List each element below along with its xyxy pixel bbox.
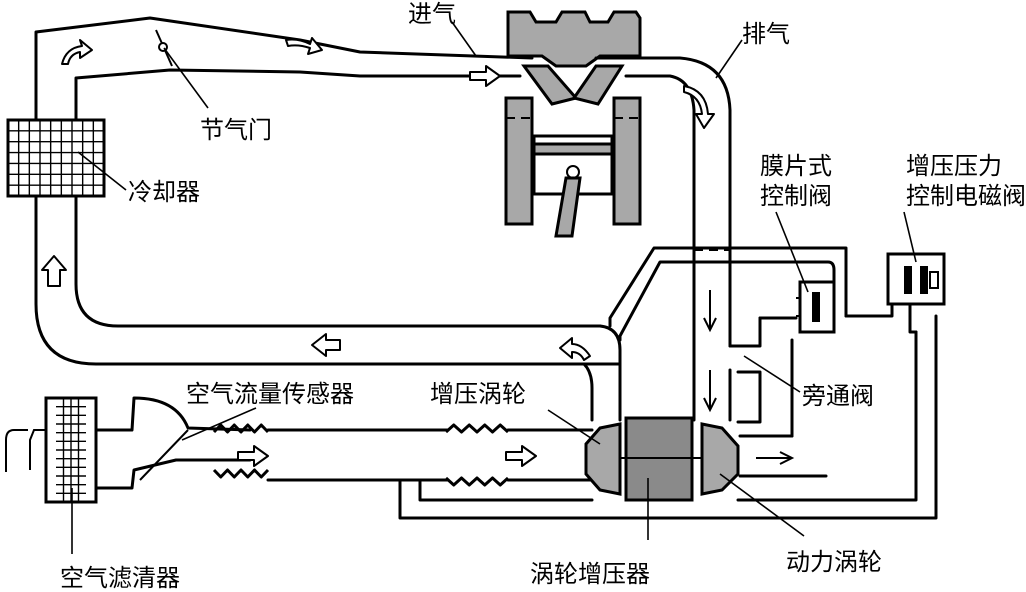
label-compressor-wheel: 增压涡轮 xyxy=(430,380,526,408)
piston-ring xyxy=(532,142,614,156)
intake-arrow-3 xyxy=(469,65,501,87)
return-left-arrow xyxy=(311,333,341,357)
compressor-outlet xyxy=(559,324,622,422)
intake-arrow-1 xyxy=(61,39,93,65)
label-boost-solenoid: 增压压力控制电磁阀 xyxy=(906,152,1026,210)
maf-sensor-element xyxy=(139,429,189,481)
turbine-wheel-shape xyxy=(700,422,740,496)
bellows-icon xyxy=(444,423,510,487)
label-bypass-valve: 旁通阀 xyxy=(802,382,874,410)
valve-cover xyxy=(506,10,642,68)
turbocharger xyxy=(398,314,938,520)
intake-path xyxy=(5,396,594,504)
cylinder-wall-left xyxy=(504,96,534,226)
piston-pin xyxy=(566,165,580,179)
exhaust-manifold xyxy=(594,56,732,252)
labels: 进气 排气 节气门 冷却器 膜片式控制阀 增压压力控制电磁阀 旁通阀 空气流量传… xyxy=(60,0,1026,592)
bellows-icon xyxy=(212,423,270,479)
boost-control xyxy=(608,246,946,348)
label-diaphragm-valve: 膜片式控制阀 xyxy=(760,152,832,210)
down-arrow-1 xyxy=(703,290,717,333)
exhaust-port xyxy=(571,64,625,106)
compressor-wheel-shape xyxy=(584,422,622,496)
cooler-grid-icon xyxy=(8,120,104,196)
cylinder-wall-right xyxy=(612,96,642,226)
cooler-up-arrow xyxy=(41,255,67,287)
label-maf-sensor: 空气流量传感器 xyxy=(186,380,354,408)
diaphragm-valve-membrane xyxy=(812,292,820,322)
connecting-rod xyxy=(554,176,582,238)
intake-flow-arrow-1 xyxy=(237,445,269,467)
label-throttle: 节气门 xyxy=(200,116,272,144)
solenoid-core xyxy=(920,266,928,294)
exhaust-arrow-curve xyxy=(683,85,715,129)
intake-flow-arrow-2 xyxy=(505,445,537,467)
compressor-curve-arrow xyxy=(559,337,591,361)
cooler xyxy=(6,118,622,366)
engine xyxy=(504,10,642,238)
intake-arrow-2 xyxy=(285,37,323,55)
label-turbocharger: 涡轮增压器 xyxy=(530,560,650,588)
exhaust-downpipe xyxy=(692,248,794,438)
label-turbine-wheel: 动力涡轮 xyxy=(786,548,882,576)
filter-grid-icon xyxy=(56,398,86,502)
solenoid-plunger xyxy=(929,271,939,289)
leader-lines xyxy=(71,21,917,554)
turbine-outlet-arrow xyxy=(756,451,795,465)
label-cooler: 冷却器 xyxy=(128,178,200,206)
down-arrow-2 xyxy=(703,370,717,413)
cooler-body xyxy=(6,118,106,198)
solenoid-coil xyxy=(904,266,912,294)
label-intake: 进气 xyxy=(408,0,456,28)
label-exhaust: 排气 xyxy=(742,20,790,48)
intake-manifold xyxy=(34,16,534,122)
label-air-filter: 空气滤清器 xyxy=(60,564,180,592)
